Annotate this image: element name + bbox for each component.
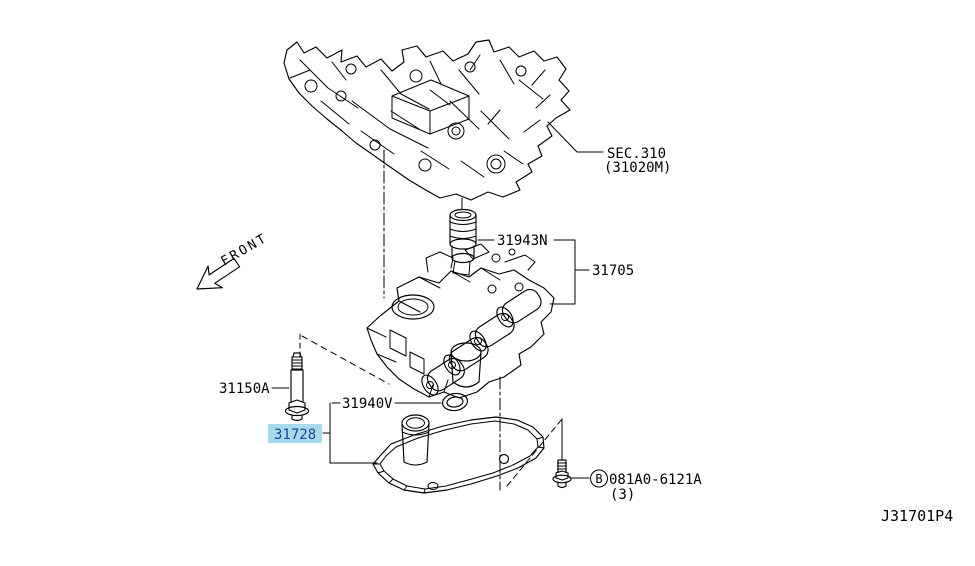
bolt-b-callout[interactable]: B 081A0-6121A (3) xyxy=(590,469,703,503)
front-arrow-icon xyxy=(196,257,241,290)
oil-strainer-drawing xyxy=(372,414,545,494)
front-direction-arrow: FRONT xyxy=(196,231,271,290)
engine-block-drawing xyxy=(283,39,571,201)
bolt-081a0-drawing xyxy=(552,459,572,489)
bolt-b-dashed-diagonal xyxy=(506,418,563,487)
o-ring-drawing xyxy=(441,392,469,412)
circled-b-icon xyxy=(590,469,608,488)
bracket-31728-bottom xyxy=(329,432,378,464)
solenoid-31943n-drawing xyxy=(449,208,477,276)
bolt-31150a-drawing xyxy=(284,352,310,422)
bracket-31728-top xyxy=(322,402,331,434)
label-bolt-b-part[interactable]: 081A0-6121A xyxy=(609,472,702,488)
label-31728[interactable]: 31728 xyxy=(274,427,316,443)
leader-lines xyxy=(271,121,604,479)
bolt-axis-dashed-diagonal xyxy=(301,335,390,385)
callout-labels: SEC.310 (31020M) 31943N 31705 31150A 319… xyxy=(219,146,953,525)
label-31705[interactable]: 31705 xyxy=(592,263,634,279)
leader-sec310 xyxy=(547,121,604,153)
label-bolt-b-letter: B xyxy=(595,472,602,486)
selected-part-highlight[interactable] xyxy=(268,424,322,443)
label-bolt-b-qty: (3) xyxy=(610,487,635,503)
bracket-31705 xyxy=(549,239,576,305)
selected-part-callout[interactable]: 31728 xyxy=(268,424,322,443)
label-31150a[interactable]: 31150A xyxy=(219,381,270,397)
diagram-code: J31701P4 xyxy=(881,507,953,525)
label-sec310-sub[interactable]: (31020M) xyxy=(604,160,671,176)
label-sec310[interactable]: SEC.310 xyxy=(607,146,666,162)
front-label: FRONT xyxy=(219,231,271,270)
assembly-lines xyxy=(299,149,563,491)
valve-body-drawing xyxy=(366,243,555,399)
label-31943n[interactable]: 31943N xyxy=(497,233,548,249)
label-31940v[interactable]: 31940V xyxy=(342,396,393,412)
